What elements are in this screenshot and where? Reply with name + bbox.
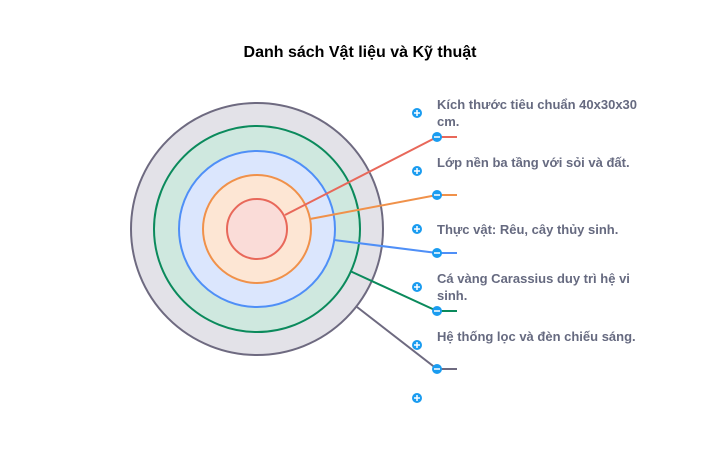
expand-icon[interactable] — [412, 166, 422, 176]
expand-icon[interactable] — [412, 224, 422, 234]
expand-icon[interactable] — [412, 282, 422, 292]
layer-label: Hệ thống lọc và đèn chiếu sáng. — [437, 329, 636, 344]
expand-icon[interactable] — [412, 393, 422, 403]
collapse-icon[interactable] — [432, 132, 442, 142]
layer-label: Lớp nền ba tầng với sỏi và đất. — [437, 155, 630, 170]
layer-label: Thực vật: Rêu, cây thủy sinh. — [437, 222, 619, 237]
expand-icon[interactable] — [412, 108, 422, 118]
layer-ring — [226, 198, 288, 260]
collapse-icon[interactable] — [432, 306, 442, 316]
layer-label: Cá vàng Carassius duy trì hệ vi sinh. — [437, 271, 630, 303]
collapse-icon[interactable] — [432, 190, 442, 200]
collapse-icon[interactable] — [432, 364, 442, 374]
expand-icon[interactable] — [412, 340, 422, 350]
collapse-icon[interactable] — [432, 248, 442, 258]
diagram-title: Danh sách Vật liệu và Kỹ thuật — [243, 44, 477, 61]
layer-label: Kích thước tiêu chuẩn 40x30x30 cm. — [437, 97, 638, 129]
